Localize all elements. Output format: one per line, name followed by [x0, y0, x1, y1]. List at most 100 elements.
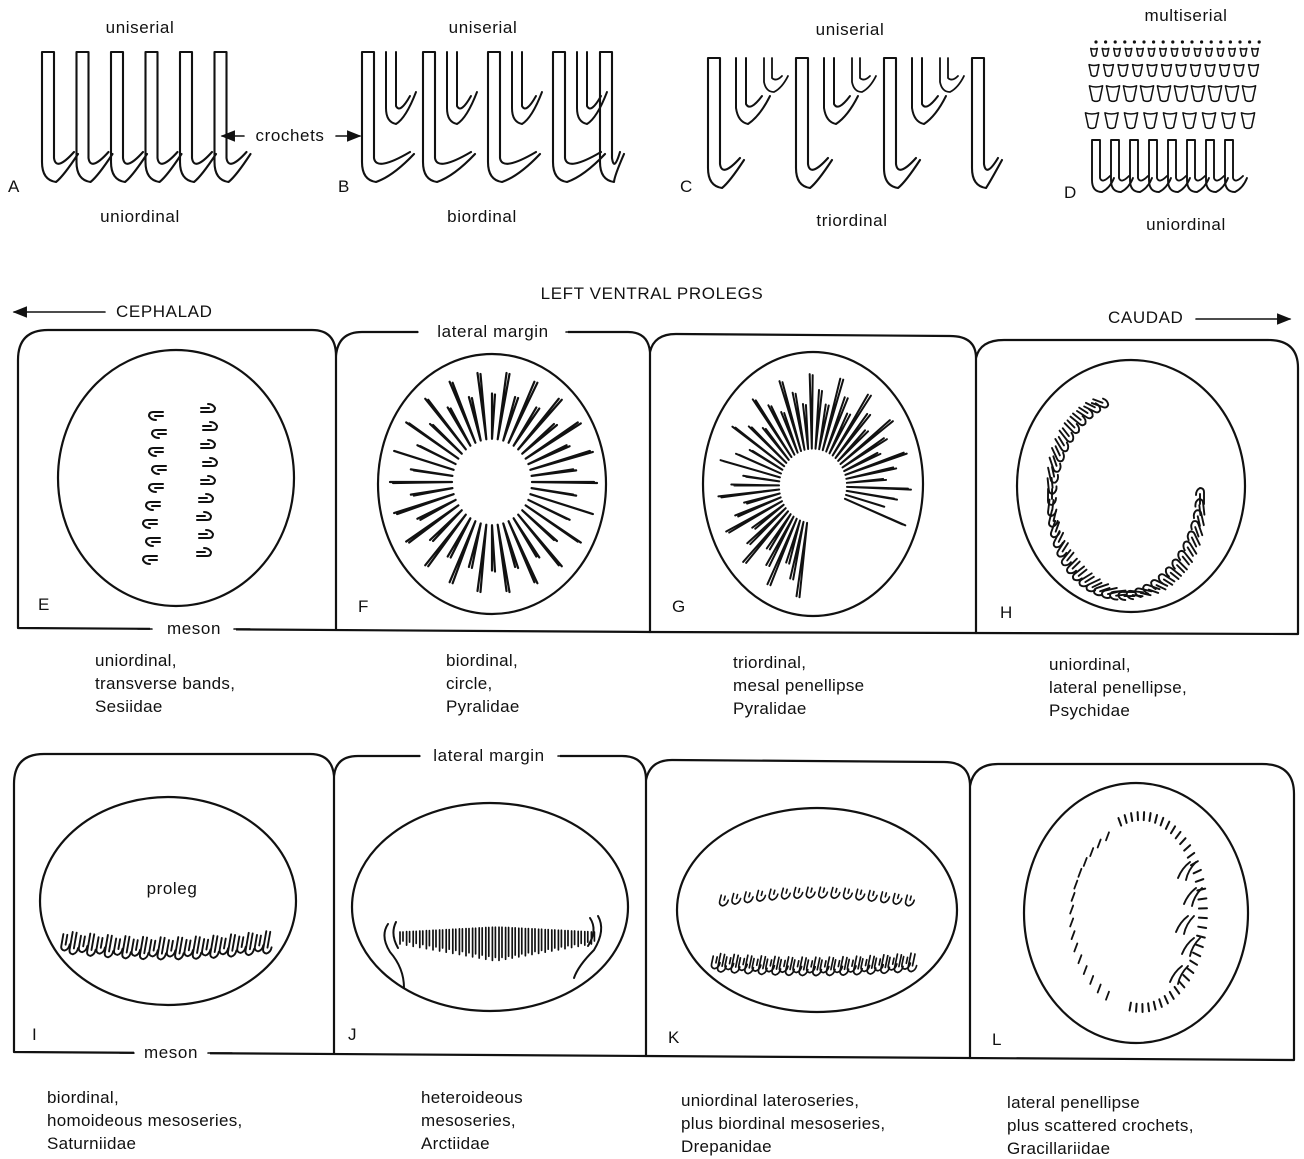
- small-crochet-d: [1176, 65, 1186, 77]
- crochet-k-lateral: [793, 888, 803, 900]
- caption-e-line-1: uniordinal,: [95, 651, 177, 670]
- crochet-l-inner: [1170, 966, 1188, 984]
- crochet-l-penellipse: [1148, 1003, 1149, 1011]
- crochet-l-penellipse: [1131, 813, 1132, 821]
- caption-h-line-2: lateral penellipse,: [1049, 678, 1187, 697]
- crochet-l-penellipse: [1187, 968, 1193, 973]
- crochet-l-penellipse: [1161, 818, 1164, 826]
- crochet-j: [466, 929, 469, 956]
- crochet-e-right: [197, 548, 211, 556]
- crochet-c-long-4: [972, 58, 1002, 188]
- crochet-l-inner: [1182, 938, 1200, 956]
- crochet-f: [532, 488, 577, 495]
- crochet-g: [847, 479, 886, 483]
- caption-l: lateral penellipse plus scattered croche…: [1007, 1093, 1194, 1158]
- small-crochet-d: [1220, 65, 1230, 77]
- crochets-j: [384, 916, 601, 988]
- small-crochet-d: [1174, 86, 1187, 102]
- small-crochet-d: [1210, 40, 1213, 43]
- crochet-g: [847, 487, 911, 490]
- small-crochet-d: [1183, 113, 1196, 129]
- crochet-e-right: [203, 458, 217, 466]
- letter-k: K: [668, 1028, 680, 1047]
- crochet-e-right: [197, 512, 211, 520]
- panel-a: uniserial A uniordinal: [8, 18, 251, 226]
- label-caudad: CAUDAD: [1108, 308, 1183, 327]
- crochet-f: [503, 397, 518, 441]
- label-c-top: uniserial: [816, 20, 885, 39]
- crochet-c-short-2: [852, 58, 876, 92]
- small-crochet-d: [1222, 113, 1235, 129]
- crochet-j: [413, 931, 416, 946]
- label-crochets: crochets: [255, 126, 324, 145]
- label-meson-1: meson: [167, 619, 221, 638]
- letter-l: L: [992, 1030, 1001, 1049]
- crochet-e-left: [152, 430, 166, 438]
- small-crochet-d: [1152, 40, 1155, 43]
- caption-j-line-2: mesoseries,: [421, 1111, 516, 1130]
- crochet-f: [503, 523, 518, 568]
- letter-f: F: [358, 597, 368, 616]
- small-crochet-d: [1114, 48, 1121, 56]
- caption-i-line-3: Saturniidae: [47, 1134, 136, 1153]
- letter-e: E: [38, 595, 49, 614]
- small-crochet-d: [1171, 48, 1178, 56]
- small-crochet-d: [1241, 113, 1254, 129]
- small-crochet-d: [1091, 48, 1098, 56]
- crochet-j: [572, 931, 575, 948]
- crochet-h: [1170, 558, 1187, 575]
- crochet-k-lateral: [744, 892, 754, 904]
- caption-j: heteroideous mesoseries, Arctiidae: [421, 1088, 523, 1153]
- caption-f-line-2: circle,: [446, 674, 493, 693]
- small-crochet-d: [1123, 86, 1136, 102]
- caption-k: uniordinal lateroseries, plus biordinal …: [681, 1091, 885, 1156]
- crochet-l-penellipse: [1195, 944, 1202, 947]
- crochet-l-inner: [1184, 888, 1202, 906]
- label-lateral-margin-1: lateral margin: [437, 322, 548, 341]
- small-crochet-d: [1125, 48, 1132, 56]
- small-crochet-d: [1252, 48, 1259, 56]
- small-crochet-d: [1194, 48, 1201, 56]
- small-crochet-d: [1229, 40, 1232, 43]
- crochet-k-lateral: [719, 895, 729, 907]
- crochet-e-left: [152, 466, 166, 474]
- letter-d: D: [1064, 183, 1076, 202]
- caption-k-line-2: plus biordinal mesoseries,: [681, 1114, 885, 1133]
- crochet-e-right: [201, 404, 215, 412]
- crochet-f: [530, 494, 592, 514]
- small-crochet-d: [1089, 65, 1099, 77]
- caption-e-line-2: transverse bands,: [95, 674, 235, 693]
- crochet-j: [459, 929, 462, 955]
- heading-left-ventral-prolegs: LEFT VENTRAL PROLEGS: [541, 284, 764, 303]
- proleg-i: [40, 797, 296, 1005]
- crochet-d-uniordinal-8: [1225, 140, 1247, 192]
- label-c-bottom: triordinal: [816, 211, 887, 230]
- small-crochet-d: [1123, 40, 1126, 43]
- crochet-j: [433, 930, 436, 950]
- small-crochet-d: [1144, 113, 1157, 129]
- caption-h: uniordinal, lateral penellipse, Psychida…: [1049, 655, 1187, 720]
- small-crochet-d: [1229, 48, 1236, 56]
- crochet-l-penellipse: [1171, 826, 1175, 833]
- caption-h-line-1: uniordinal,: [1049, 655, 1131, 674]
- crochet-l-penellipse: [1179, 981, 1184, 987]
- crochet-l-scattered: [1070, 918, 1073, 926]
- panel-d: multiserial D uniordinal: [1064, 6, 1261, 234]
- crochet-l-penellipse: [1165, 996, 1168, 1003]
- crochet-l-penellipse: [1176, 832, 1181, 838]
- label-a-top: uniserial: [106, 18, 175, 37]
- crochet-c-long-2: [796, 58, 832, 188]
- crochet-k-lateral: [781, 888, 791, 900]
- crochet-h: [1066, 559, 1083, 576]
- small-crochet-d: [1190, 40, 1193, 43]
- label-cephalad: CEPHALAD: [116, 302, 212, 321]
- crochet-k-lateral: [868, 890, 878, 902]
- small-crochet-d: [1148, 48, 1155, 56]
- label-meson-2: meson: [144, 1043, 198, 1062]
- caption-f-line-1: biordinal,: [446, 651, 518, 670]
- crochet-l-scattered: [1106, 992, 1109, 1000]
- crochet-e-right: [199, 494, 213, 502]
- crochet-g: [810, 374, 813, 449]
- small-crochet-d: [1105, 113, 1118, 129]
- crochet-f: [394, 494, 453, 514]
